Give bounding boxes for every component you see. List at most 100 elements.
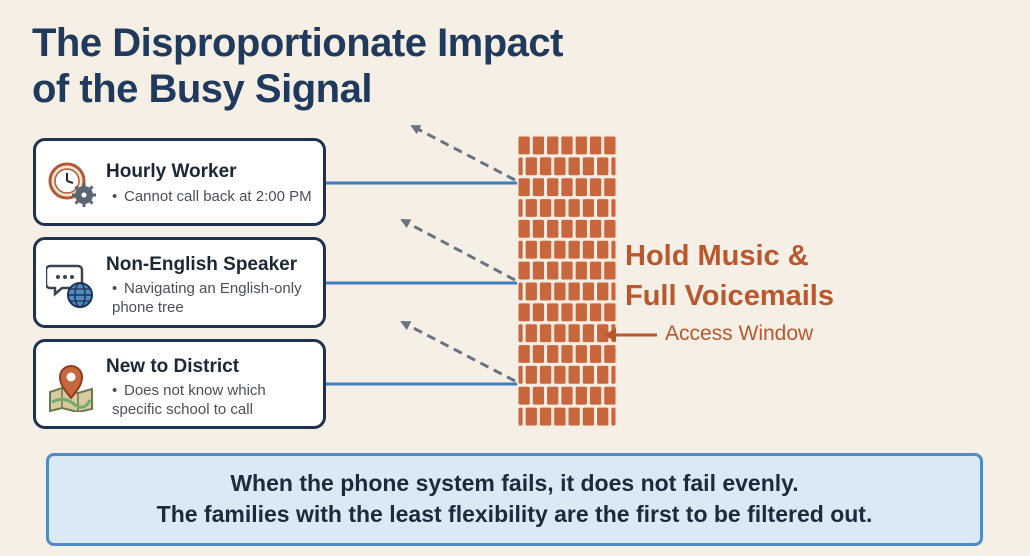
card-title: New to District [106, 356, 240, 377]
brick [589, 386, 602, 405]
brick [547, 136, 559, 155]
brick [604, 386, 616, 405]
brick [611, 365, 616, 384]
brick [589, 345, 602, 363]
brick [582, 157, 595, 176]
brick [518, 136, 530, 155]
brick [561, 303, 573, 322]
brick [568, 324, 580, 343]
card-description-line: Cannot call back at 2:00 PM [124, 188, 312, 205]
brick [597, 324, 609, 343]
card-title: Hourly Worker [106, 161, 237, 182]
brick [518, 303, 530, 322]
deflect-arrow-hourly [410, 124, 516, 182]
brick [582, 240, 595, 259]
brick [554, 282, 566, 301]
brick [532, 261, 545, 280]
brick [554, 324, 566, 343]
summary-banner: When the phone system fails, it does not… [46, 453, 983, 546]
brick [568, 240, 580, 259]
brick [518, 345, 530, 363]
brick [547, 178, 559, 197]
brick [532, 219, 545, 238]
brick [575, 303, 587, 322]
brick [561, 219, 573, 238]
card-description: Navigating an English-only phone tree [112, 279, 302, 317]
brick [589, 303, 602, 322]
card-description: Does not know which specific school to c… [112, 381, 266, 419]
brick [561, 136, 573, 155]
brick [525, 365, 537, 384]
banner-line-2: The families with the least flexibility … [156, 501, 873, 527]
brick [539, 157, 552, 176]
banner-line-1: When the phone system fails, it does not… [230, 470, 799, 496]
brick [568, 365, 580, 384]
brick [611, 199, 616, 217]
access-arrow-head [604, 328, 616, 342]
brick [582, 282, 595, 301]
brick [539, 199, 552, 217]
brick [547, 345, 559, 363]
brick [611, 157, 616, 176]
clock-gear-icon [48, 162, 96, 207]
brick [582, 407, 595, 426]
brick [554, 407, 566, 426]
brick [518, 261, 530, 280]
brick [518, 199, 523, 217]
brick [568, 199, 580, 217]
brick [532, 303, 545, 322]
brick [589, 136, 602, 155]
wall-label-line-1: Hold Music & [625, 240, 809, 272]
brick [518, 219, 530, 238]
brick [539, 240, 552, 259]
brick [554, 240, 566, 259]
speech-globe-icon [46, 264, 93, 308]
brick [525, 282, 537, 301]
brick [554, 157, 566, 176]
brick [575, 386, 587, 405]
brick [518, 178, 530, 197]
brick [568, 282, 580, 301]
card-description-line: Navigating an English-only [124, 280, 302, 297]
brick [597, 199, 609, 217]
card-description: Cannot call back at 2:00 PM [112, 187, 312, 206]
brick [525, 324, 537, 343]
page-title: The Disproportionate Impact of the Busy … [32, 20, 564, 112]
brick [597, 282, 609, 301]
brick [604, 303, 616, 322]
brick [539, 324, 552, 343]
deflect-arrow-new-district [400, 320, 516, 383]
brick [547, 303, 559, 322]
brick [518, 240, 523, 259]
brick [561, 178, 573, 197]
brick [589, 261, 602, 280]
map-pin-icon [49, 365, 93, 412]
brick [561, 345, 573, 363]
brick [539, 407, 552, 426]
brick [575, 136, 587, 155]
brick [582, 324, 595, 343]
brick [604, 345, 616, 363]
brick [518, 386, 530, 405]
brick [539, 365, 552, 384]
brick [518, 324, 523, 343]
brick [532, 136, 545, 155]
brick [525, 407, 537, 426]
brick [589, 219, 602, 238]
card-description-line: Does not know which [124, 382, 266, 399]
deflect-arrow-non-english [400, 218, 516, 282]
brick [575, 345, 587, 363]
brick [532, 386, 545, 405]
brick [604, 219, 616, 238]
brick [568, 157, 580, 176]
brick [525, 240, 537, 259]
brick [575, 178, 587, 197]
brick [582, 365, 595, 384]
wall-label-line-2: Full Voicemails [625, 280, 834, 312]
brick [597, 240, 609, 259]
brick [539, 282, 552, 301]
brick [532, 345, 545, 363]
card-title: Non-English Speaker [106, 254, 298, 275]
brick [568, 407, 580, 426]
